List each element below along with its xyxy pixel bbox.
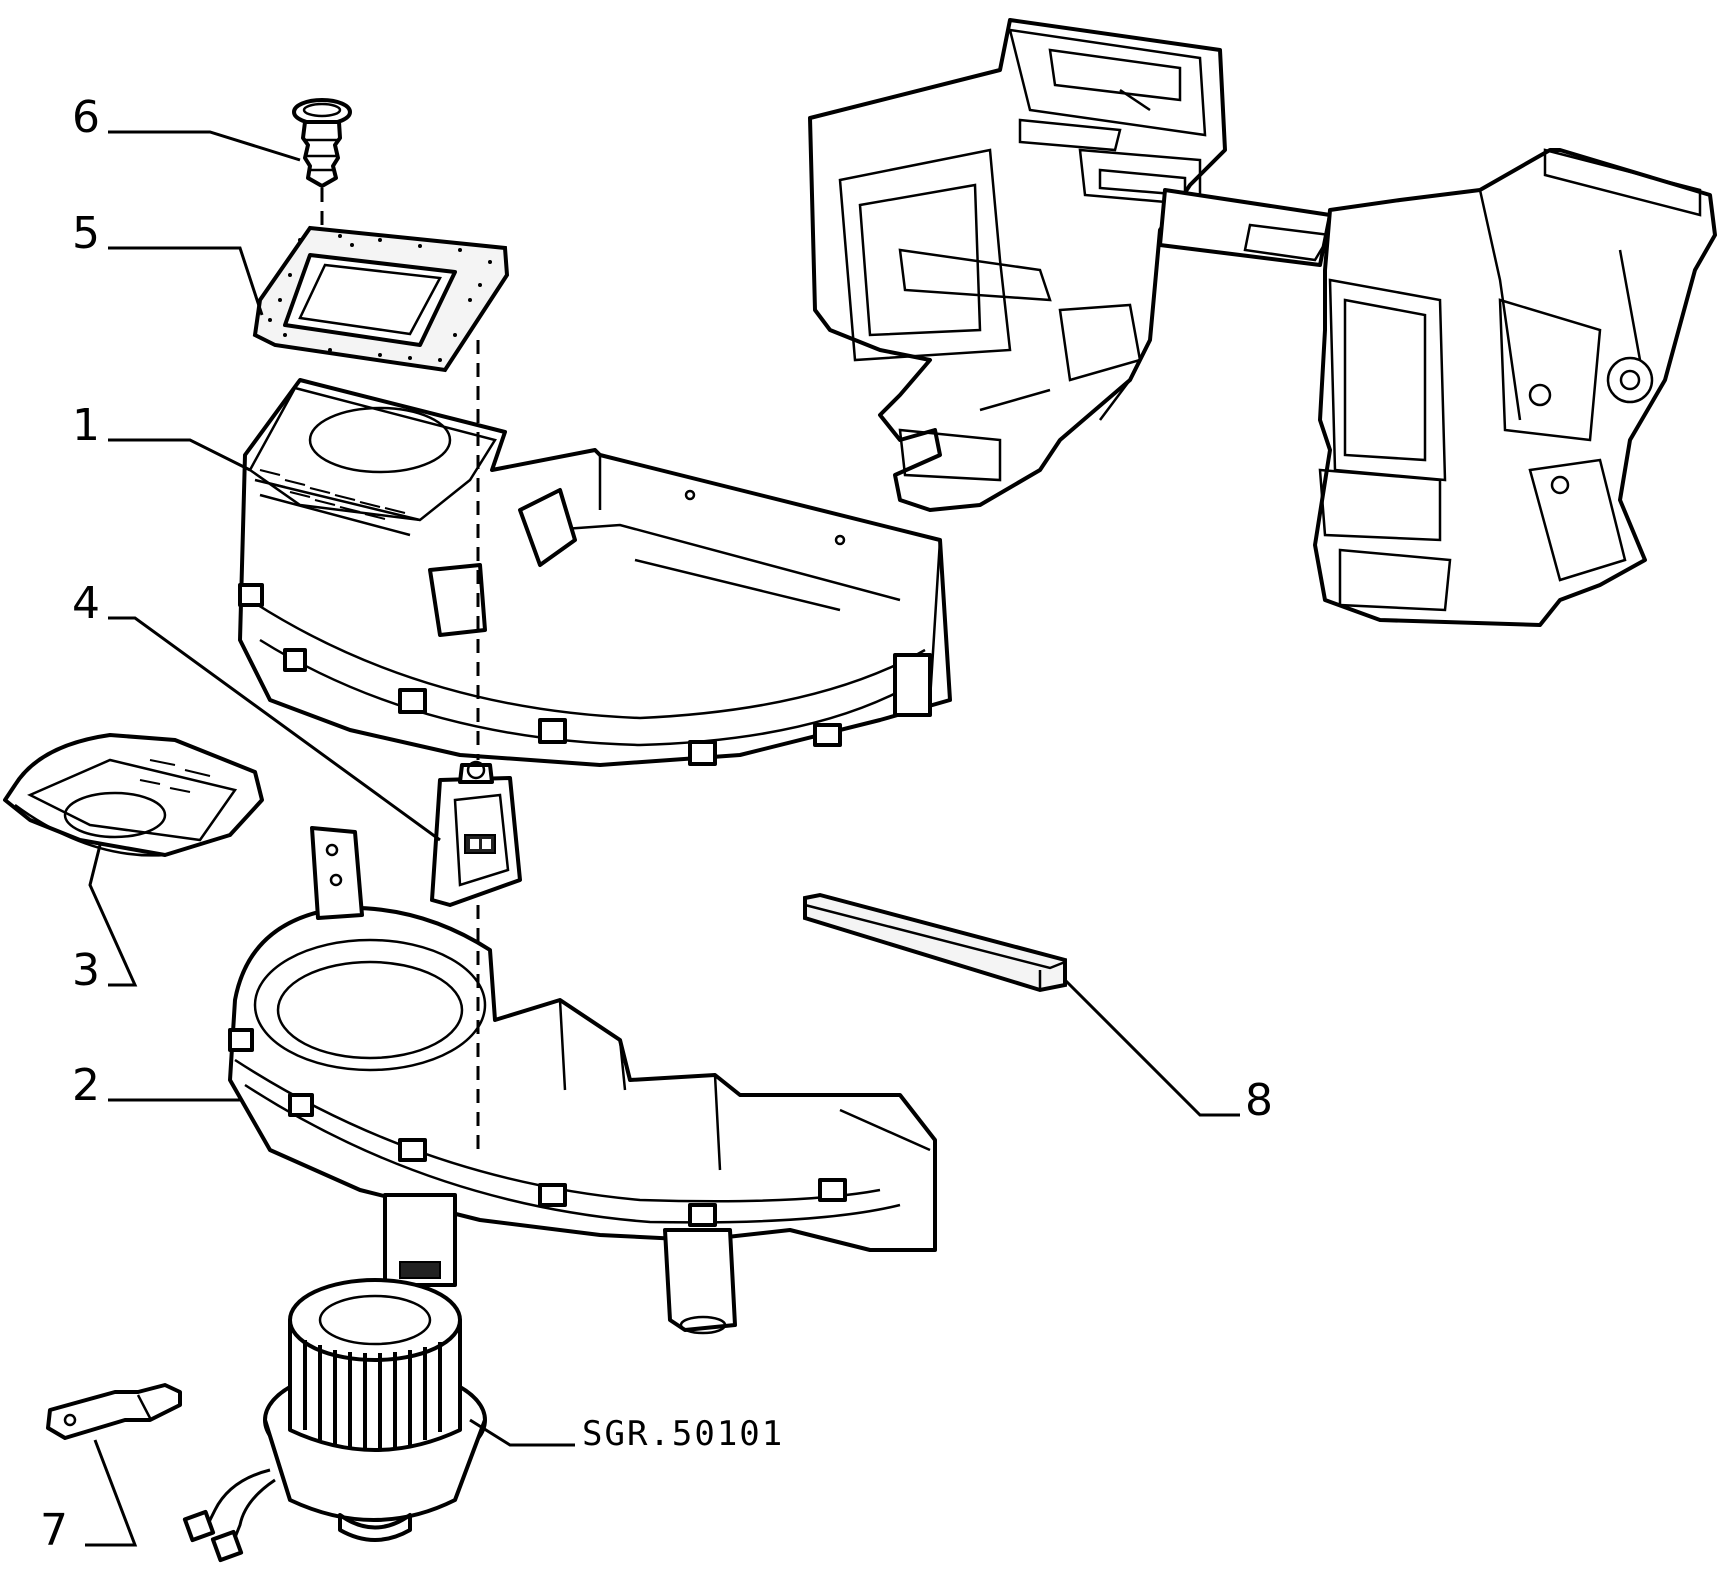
callout-labels: 6 5 1 4 3 2 7 8 SGR.50101 [40, 92, 1273, 1556]
blower-motor [182, 1278, 487, 1563]
part-7-bracket [46, 1383, 182, 1440]
part-1-upper-housing [238, 378, 952, 767]
callout-6: 6 [72, 92, 100, 143]
callout-1: 1 [72, 400, 100, 451]
part-6-push-rivet [292, 98, 352, 188]
part-8-foam-strip [803, 892, 1067, 993]
leader-lines [85, 130, 1240, 1547]
callout-2: 2 [72, 1060, 100, 1111]
assembly-axes [320, 188, 480, 1150]
part-5-foam-gasket [252, 225, 510, 373]
callout-8: 8 [1245, 1075, 1273, 1126]
part-3-intake-cover [3, 733, 264, 857]
callout-3: 3 [72, 945, 100, 996]
part-2-lower-housing [228, 826, 937, 1335]
callout-4: 4 [72, 578, 100, 629]
heater-housing-assembly [808, 18, 1717, 627]
part-4-resistor-module [430, 760, 522, 907]
reference-code: SGR.50101 [582, 1414, 784, 1454]
callout-5: 5 [72, 208, 100, 259]
callout-7: 7 [40, 1505, 68, 1556]
